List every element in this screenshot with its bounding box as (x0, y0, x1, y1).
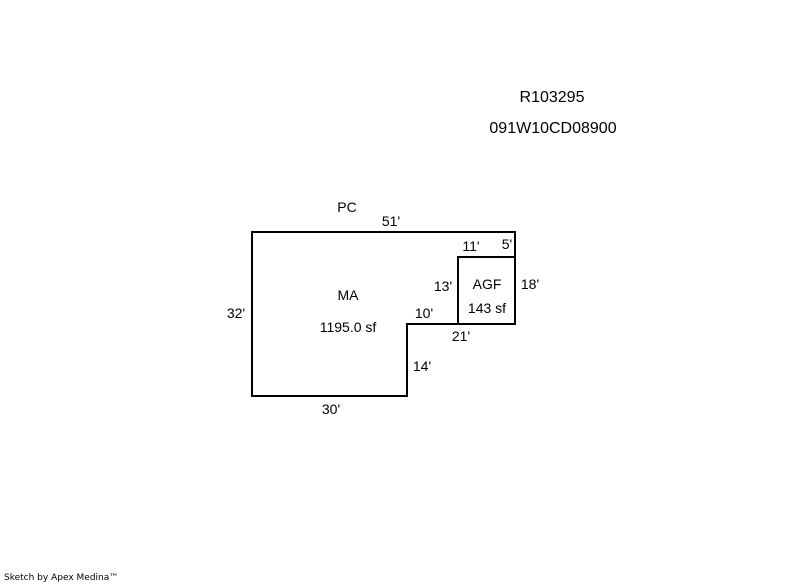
garage-size: 143 sf (468, 300, 506, 316)
dim-garage-left: 13' (434, 278, 452, 294)
porch-label: PC (337, 199, 356, 215)
garage-outline (457, 256, 515, 324)
parcel-id: R103295 (520, 89, 585, 106)
garage-label: AGF (473, 276, 502, 292)
dim-garage-top: 11' (462, 238, 479, 254)
dim-garage-offset: 5' (502, 236, 512, 252)
dim-step-horizontal: 10' (415, 305, 433, 321)
dim-garage-bottom: 21' (452, 328, 470, 344)
main-area-label: MA (338, 287, 360, 303)
dim-left: 32' (227, 305, 245, 321)
dim-garage-right: 18' (521, 276, 539, 292)
main-area-outline (251, 231, 516, 397)
sketch-credit: Sketch by Apex Medina™ (4, 573, 119, 583)
dim-step-vertical: 14' (413, 358, 431, 374)
map-number: 091W10CD08900 (489, 120, 616, 137)
dim-bottom: 30' (322, 401, 340, 417)
dim-top: 51' (382, 213, 400, 229)
main-area-size: 1195.0 sf (320, 319, 377, 335)
